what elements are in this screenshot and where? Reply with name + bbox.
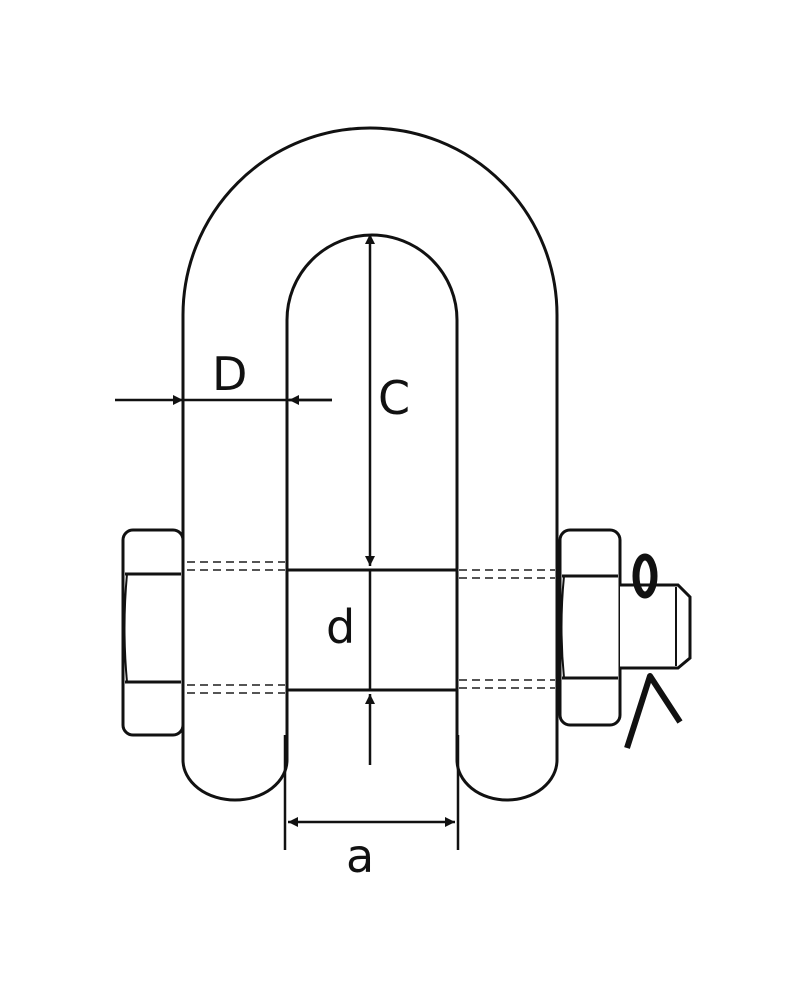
bow-inner-outline: [285, 233, 459, 760]
left-nut-body: [121, 528, 185, 737]
dimension-a: [283, 735, 460, 850]
bow-outer-outline: [181, 126, 559, 760]
label-C: C: [378, 371, 410, 425]
pin-hidden-lines: [187, 561, 555, 694]
label-d: d: [326, 600, 355, 654]
cotter-pin: [624, 553, 683, 749]
cotter-pin-eye: [632, 553, 658, 599]
pin: [187, 561, 555, 694]
label-a: a: [346, 829, 374, 883]
label-D: D: [212, 347, 247, 401]
cotter-pin-legs: [624, 673, 683, 749]
right-nut: [558, 528, 622, 727]
bow-right-foot: [455, 759, 559, 802]
right-nut-body: [558, 528, 622, 727]
left-nut: [121, 528, 185, 737]
pin-end-stub: [620, 583, 692, 670]
bow-left-foot: [181, 759, 289, 802]
